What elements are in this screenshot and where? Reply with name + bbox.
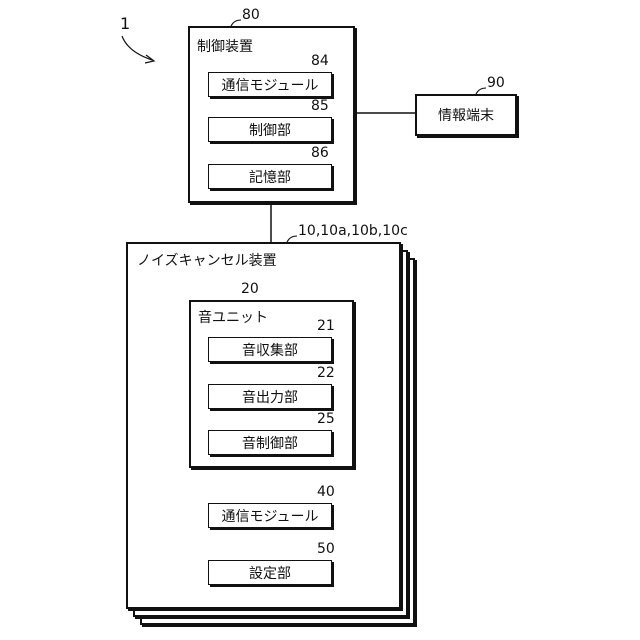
storage-unit-label: 記憶部 [249,167,291,187]
settings-ref: 50 [317,541,335,557]
sound-output-label: 音出力部 [242,387,298,407]
info-terminal-box: 情報端末 [415,94,517,136]
control-unit-ref: 85 [311,98,329,114]
comm-module-ref: 84 [311,53,329,69]
control-device-title: 制御装置 [197,36,253,56]
sound-control-label: 音制御部 [242,433,298,453]
sound-control-box: 音制御部 [208,430,332,455]
sound-unit-ref: 20 [241,281,259,297]
settings-label: 設定部 [249,563,291,583]
sound-collection-label: 音収集部 [242,340,298,360]
control-device-ref: 80 [242,7,260,23]
control-unit-label: 制御部 [249,120,291,140]
figure-ref-arrow [122,36,152,60]
figure-ref-label: 1 [120,14,130,33]
sound-collection-box: 音収集部 [208,337,332,362]
storage-unit-ref: 86 [311,145,329,161]
sound-output-box: 音出力部 [208,384,332,409]
device-comm-module-ref: 40 [317,484,335,500]
settings-box: 設定部 [208,560,332,585]
control-unit-box: 制御部 [208,117,332,142]
control-comm-module-label: 通信モジュール [221,75,318,95]
storage-unit-box: 記憶部 [208,164,332,189]
sound-output-ref: 22 [317,365,335,381]
info-terminal-ref: 90 [487,75,505,91]
sound-collection-ref: 21 [317,318,335,334]
device-comm-module-box: 通信モジュール [208,503,332,528]
device-comm-module-label: 通信モジュール [221,506,318,526]
sound-control-ref: 25 [317,411,335,427]
noise-cancel-device-title: ノイズキャンセル装置 [137,250,277,270]
info-terminal-label: 情報端末 [438,105,494,125]
control-comm-module-box: 通信モジュール [208,72,332,97]
sound-unit-title: 音ユニット [198,307,268,327]
noise-cancel-device-ref: 10,10a,10b,10c [298,223,408,239]
